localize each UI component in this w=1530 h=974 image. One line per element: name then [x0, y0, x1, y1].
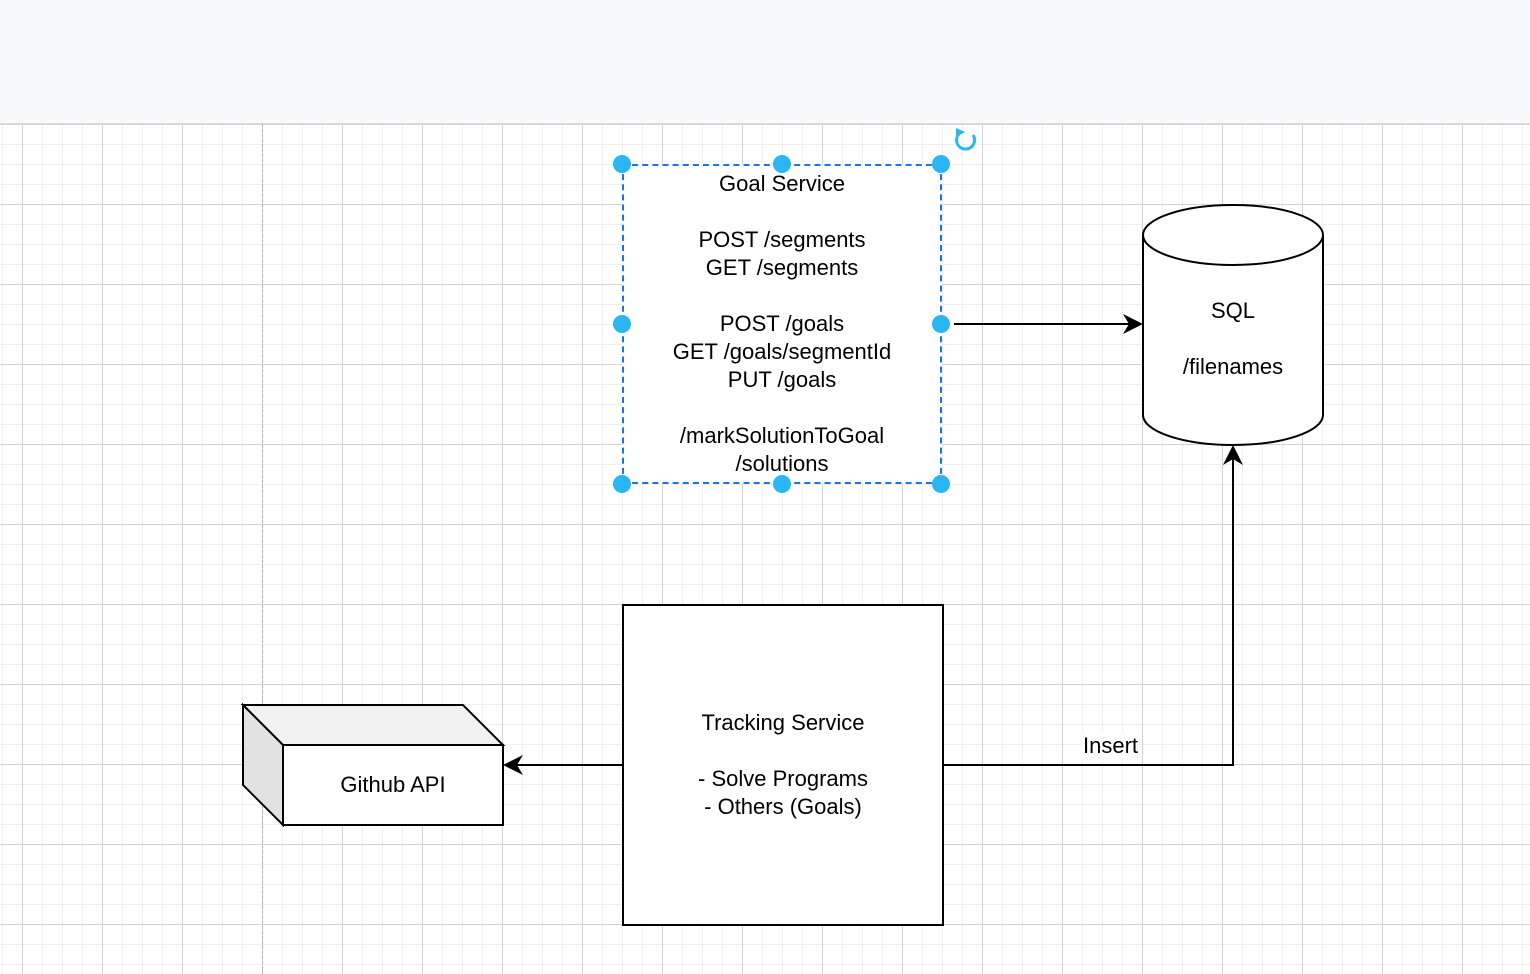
tracking-service-node[interactable]: Tracking Service - Solve Programs - Othe…	[622, 604, 944, 926]
resize-handle-right[interactable]	[932, 315, 950, 333]
node-text-line: - Solve Programs	[698, 766, 868, 791]
page-break-line	[262, 124, 263, 974]
resize-handle-top-right[interactable]	[932, 155, 950, 173]
edge-label-insert[interactable]: Insert	[1082, 733, 1140, 759]
node-text-line: PUT /goals	[727, 367, 837, 392]
node-text-line: /solutions	[735, 451, 829, 476]
node-text-line: Tracking Service	[701, 710, 865, 735]
resize-handle-bottom-left[interactable]	[613, 475, 631, 493]
node-text-line: /markSolutionToGoal	[679, 423, 885, 448]
resize-handle-bottom-right[interactable]	[932, 475, 950, 493]
node-text-line: - Others (Goals)	[704, 794, 862, 819]
node-text-line: SQL	[1210, 298, 1256, 323]
node-text-line: POST /goals	[719, 311, 845, 336]
node-text-line: Goal Service	[719, 171, 845, 196]
github-api-node[interactable]: Github API	[283, 745, 503, 825]
goal-service-node[interactable]: Goal Service POST /segments GET /segment…	[622, 164, 942, 484]
resize-handle-left[interactable]	[613, 315, 631, 333]
node-text-line: /filenames	[1182, 354, 1284, 379]
node-text-line: GET /goals/segmentId	[672, 339, 892, 364]
sql-database-node[interactable]: SQL /filenames	[1143, 254, 1323, 424]
node-text-line: GET /segments	[705, 255, 859, 280]
resize-handle-top-left[interactable]	[613, 155, 631, 173]
node-text-line: POST /segments	[698, 227, 866, 252]
resize-handle-bottom[interactable]	[773, 475, 791, 493]
resize-handle-top[interactable]	[773, 155, 791, 173]
toolbar-area	[0, 0, 1530, 124]
node-text-line: Github API	[340, 772, 446, 797]
